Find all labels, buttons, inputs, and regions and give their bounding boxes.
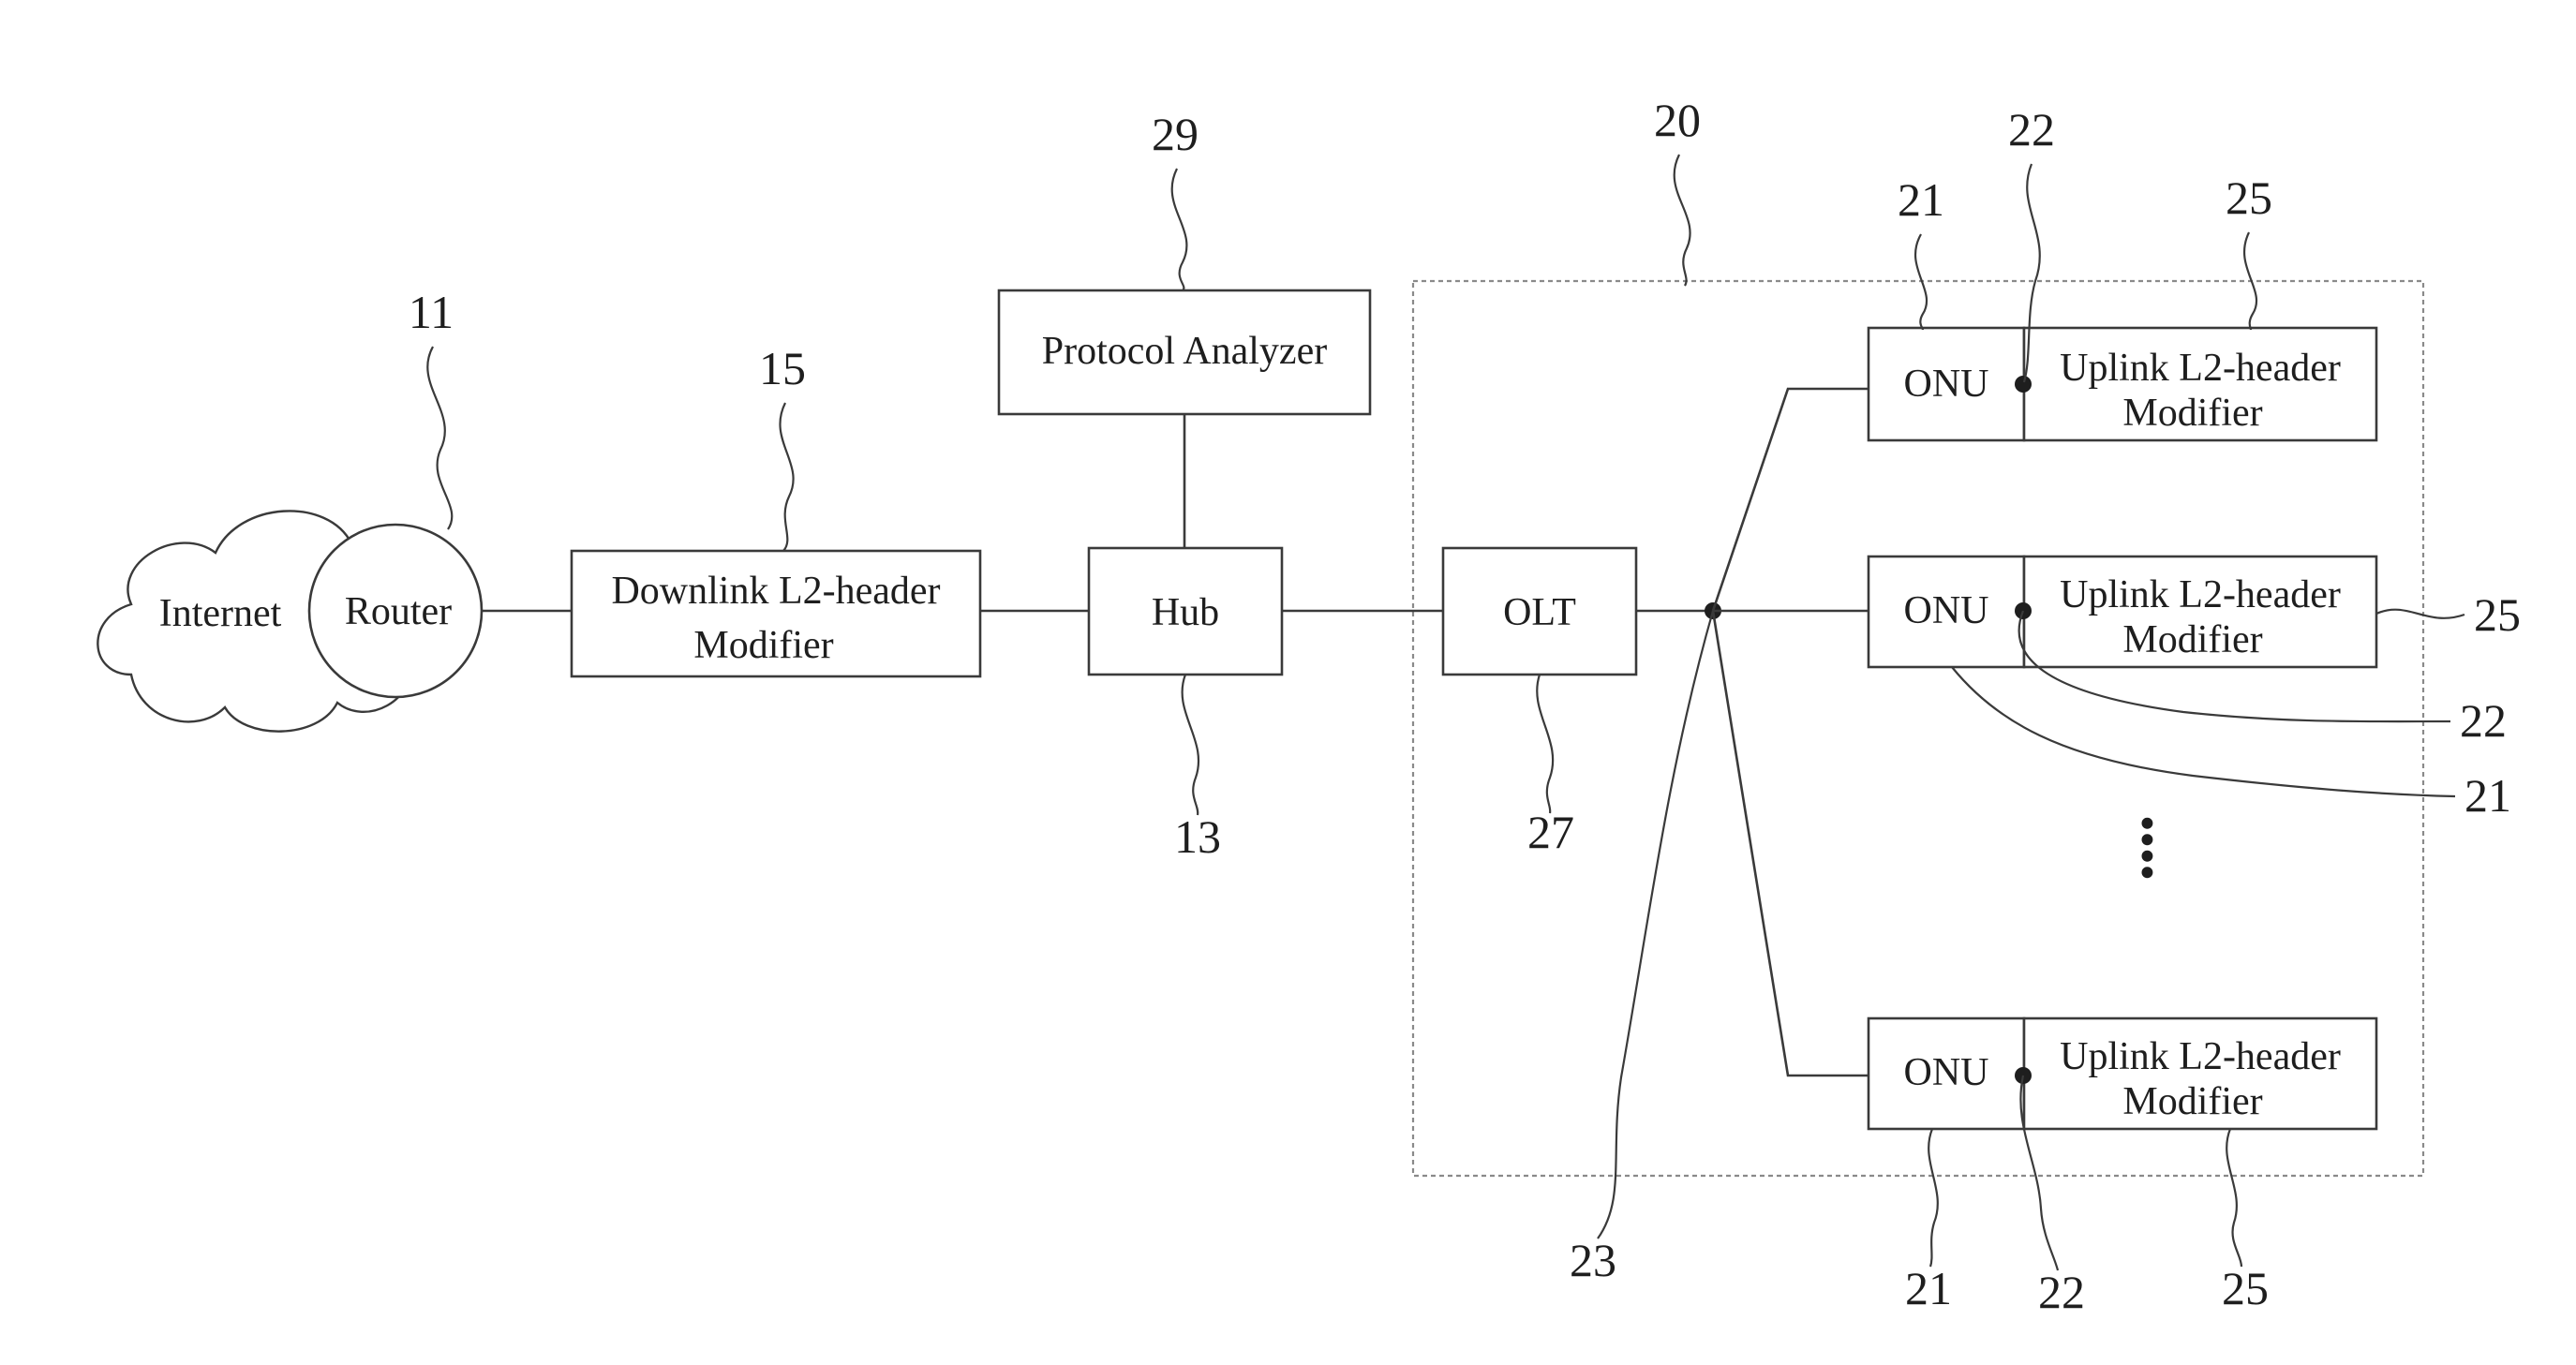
leader-system bbox=[1675, 155, 1690, 286]
ref-tap-bottom: 22 bbox=[2038, 1266, 2085, 1318]
ref-uplink-bottom: 25 bbox=[2222, 1262, 2269, 1314]
protocol-analyzer: Protocol Analyzer bbox=[999, 290, 1370, 414]
ref-analyzer: 29 bbox=[1152, 108, 1199, 160]
downlink-l2-header-modifier: Downlink L2-header Modifier bbox=[572, 551, 980, 676]
leader-olt bbox=[1537, 675, 1553, 813]
ref-splitter: 23 bbox=[1570, 1234, 1616, 1286]
ref-onu-top: 21 bbox=[1898, 173, 1944, 226]
router-label: Router bbox=[345, 590, 452, 633]
hub: Hub bbox=[1089, 548, 1282, 675]
hub-label: Hub bbox=[1152, 591, 1219, 634]
ref-system: 20 bbox=[1654, 94, 1701, 146]
uplink-modifier-bottom: Uplink L2-header Modifier bbox=[2024, 1018, 2376, 1129]
leader-onu-bottom bbox=[1928, 1129, 1938, 1267]
uplink-bottom-line1: Uplink L2-header bbox=[2060, 1035, 2341, 1078]
internet-label: Internet bbox=[159, 592, 282, 635]
ref-olt: 27 bbox=[1527, 806, 1574, 858]
uplink-top-line2: Modifier bbox=[2122, 392, 2262, 435]
uplink-middle-line2: Modifier bbox=[2122, 618, 2262, 661]
onu-middle: ONU bbox=[1869, 556, 2024, 667]
ref-router: 11 bbox=[409, 286, 454, 338]
leader-splitter bbox=[1598, 611, 1713, 1239]
uplink-middle-line1: Uplink L2-header bbox=[2060, 573, 2341, 616]
uplink-modifier-top: Uplink L2-header Modifier bbox=[2024, 328, 2376, 440]
onu-bottom: ONU bbox=[1869, 1018, 2024, 1129]
onu-top-label: ONU bbox=[1904, 363, 1989, 406]
onu-bottom-label: ONU bbox=[1904, 1051, 1989, 1094]
leader-onu-middle bbox=[1952, 667, 2455, 796]
protocol-analyzer-label: Protocol Analyzer bbox=[1042, 330, 1327, 373]
uplink-modifier-middle: Uplink L2-header Modifier bbox=[2024, 556, 2376, 667]
leader-hub bbox=[1183, 675, 1199, 815]
onu-top: ONU bbox=[1869, 328, 2024, 440]
ref-tap-top: 22 bbox=[2008, 103, 2055, 156]
ref-uplink-top: 25 bbox=[2226, 171, 2272, 224]
uplink-top-line1: Uplink L2-header bbox=[2060, 347, 2341, 390]
leader-downlink bbox=[780, 403, 793, 551]
router: Router bbox=[309, 525, 482, 697]
olt-label: OLT bbox=[1503, 591, 1576, 634]
ref-tap-middle: 22 bbox=[2460, 694, 2507, 747]
branch-to-onu-bottom bbox=[1713, 611, 1869, 1076]
leader-analyzer bbox=[1172, 169, 1187, 290]
branch-to-onu-top bbox=[1713, 389, 1869, 611]
leader-router bbox=[427, 347, 452, 529]
downlink-label-line2: Modifier bbox=[693, 624, 833, 667]
tap-point-top bbox=[2015, 376, 2032, 393]
onu-middle-label: ONU bbox=[1904, 589, 1989, 632]
olt: OLT bbox=[1443, 548, 1636, 675]
ref-onu-middle: 21 bbox=[2464, 769, 2511, 822]
ref-onu-bottom: 21 bbox=[1905, 1262, 1952, 1314]
more-onus-ellipsis: •••• bbox=[2122, 815, 2174, 881]
uplink-bottom-line2: Modifier bbox=[2122, 1080, 2262, 1123]
leader-uplink-middle bbox=[2376, 610, 2464, 618]
downlink-label-line1: Downlink L2-header bbox=[611, 570, 940, 613]
leader-uplink-bottom bbox=[2226, 1129, 2241, 1267]
ref-uplink-middle: 25 bbox=[2474, 588, 2521, 641]
ref-downlink: 15 bbox=[759, 342, 806, 394]
ref-hub: 13 bbox=[1174, 810, 1221, 863]
